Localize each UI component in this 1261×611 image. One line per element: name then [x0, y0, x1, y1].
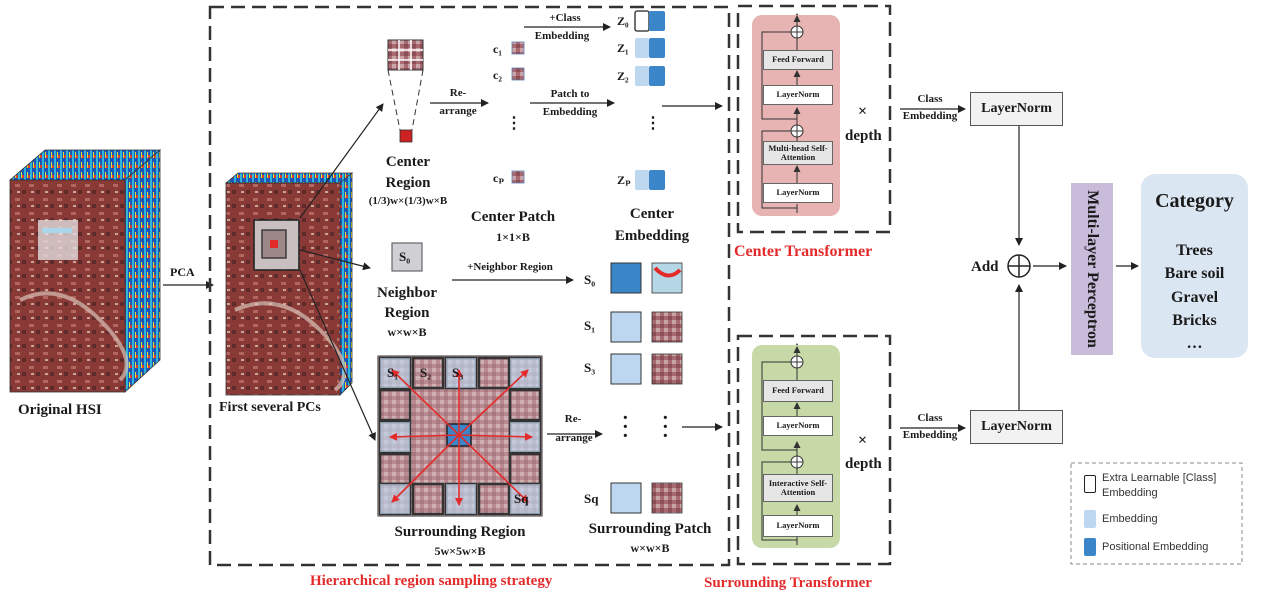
legend-embedding-label: Embedding [1102, 513, 1158, 525]
surrounding-region-label: Surrounding Region [394, 524, 526, 540]
class-embed-right-bottom-2: Embedding [902, 429, 958, 441]
mlp-box [1071, 183, 1113, 355]
surrounding-transformer-dashed-box [736, 334, 892, 566]
patch-to-label-2: Embedding [542, 106, 598, 118]
category-item: … [1186, 335, 1203, 352]
surrounding-patch-label: Surrounding Patch [588, 521, 712, 537]
center-token-c1: c₁ [493, 42, 502, 56]
center-layernorm-a: LayerNorm [763, 85, 833, 105]
patch-to-label: Patch to [550, 88, 590, 100]
mlp-label: Multi-layer Perceptron [1084, 190, 1101, 348]
ellipsis-vertical: ··· [662, 407, 669, 447]
rearrange-bottom-2: arrange [555, 432, 593, 444]
surrounding-transformer-label: Surrounding Transformer [704, 575, 872, 591]
surrounding-region-dims: 5w×5w×B [434, 544, 486, 558]
neighbor-region-box [391, 242, 423, 272]
times-bottom: × [858, 432, 868, 449]
neighbor-s0-box-label: S₀ [399, 249, 411, 264]
legend-box [1070, 462, 1243, 565]
hierarchical-label: Hierarchical region sampling strategy [310, 573, 553, 589]
class-embed-right-top: Class [917, 93, 943, 105]
layernorm-bottom-box: LayerNorm [970, 410, 1063, 444]
center-transformer-dashed-box [736, 4, 892, 234]
surround-attention: Interactive Self-Attention [763, 474, 833, 502]
center-embedding-label: Center [629, 206, 675, 222]
s-token: S₁ [584, 318, 596, 333]
hierarchical-dashed-box [208, 5, 731, 567]
layernorm-top-box: LayerNorm [970, 92, 1063, 126]
center-token-dots: ⋮ [506, 115, 522, 132]
center-region-dims: (1/3)w×(1/3)w×B [368, 195, 448, 207]
grid-label-s3: S₃ [452, 365, 464, 380]
grid-label-s1: S₁ [387, 365, 399, 380]
center-transformer-label: Center Transformer [734, 243, 873, 260]
surround-layernorm-b: LayerNorm [763, 515, 833, 537]
neighbor-arrow-label: +Neighbor Region [467, 261, 553, 273]
s-token: S₃ [584, 360, 596, 375]
category-item: Bricks [1172, 312, 1217, 329]
add-label: Add [971, 259, 999, 275]
surround-feed-forward: Feed Forward [763, 380, 833, 402]
class-embed-right-bottom: Class [917, 412, 943, 424]
surround-layernorm-a: LayerNorm [763, 416, 833, 436]
original-hsi-cube [8, 149, 162, 393]
category-item: Bare soil [1164, 265, 1225, 282]
category-item: Trees [1176, 242, 1213, 259]
legend-extra-label: Extra Learnable [Class] Embedding [1102, 472, 1217, 499]
center-feed-forward: Feed Forward [763, 50, 833, 70]
original-hsi-label: Original HSI [18, 402, 102, 418]
z-token: Z₀ [617, 14, 629, 28]
first-pcs-label: First several PCs [219, 400, 321, 415]
center-attention: Multi-head Self-Attention [763, 141, 833, 165]
center-token-c2: c₂ [493, 68, 502, 82]
times-top: × [858, 103, 868, 120]
center-region-label: Center [385, 154, 431, 170]
center-token-cp: cₚ [493, 171, 505, 185]
z-token: Zₚ [617, 173, 631, 187]
class-embed-right-top-2: Embedding [902, 110, 958, 122]
ellipsis-vertical: ··· [622, 407, 629, 447]
center-embedding-label-2: Embedding [614, 228, 690, 244]
class-embed-top-label-2: Embedding [534, 30, 590, 42]
legend-extra-swatch [1084, 475, 1096, 493]
s-token: Sq [584, 491, 599, 506]
depth-bottom: depth [845, 456, 882, 472]
pcs-cube [224, 172, 354, 396]
depth-top: depth [845, 128, 882, 144]
category-item: Gravel [1170, 289, 1219, 306]
neighbor-region-label: Neighbor [377, 285, 437, 301]
s-token: S₀ [584, 272, 596, 287]
grid-label-sq: Sq [514, 491, 529, 506]
z-token: Z₁ [617, 41, 629, 55]
rearrange-top: Re- [449, 87, 467, 99]
center-region-label-2: Region [385, 175, 431, 191]
z-token: Z₂ [617, 69, 629, 83]
class-embed-top-label: +Class [549, 12, 581, 24]
legend-positional-swatch [1084, 538, 1096, 556]
z-token-dots: ⋮ [645, 115, 661, 132]
center-region-image [387, 39, 424, 143]
pca-label: PCA [170, 265, 195, 279]
neighbor-region-dims: w×w×B [387, 325, 427, 339]
surrounding-patch-dims: w×w×B [630, 541, 670, 555]
legend-positional-label: Positional Embedding [1102, 541, 1209, 553]
grid-label-s2: S₂ [420, 365, 432, 380]
center-patch-label: Center Patch [470, 209, 556, 225]
z-embeddings [634, 10, 665, 190]
legend-embedding-swatch [1084, 510, 1096, 528]
center-patch-dims: 1×1×B [496, 230, 530, 244]
neighbor-region-label-2: Region [384, 305, 430, 321]
category-box [1141, 174, 1248, 358]
rearrange-top-2: arrange [439, 105, 477, 117]
rearrange-bottom: Re- [564, 413, 582, 425]
s-token-column [610, 262, 683, 514]
surrounding-region-grid [377, 355, 543, 517]
category-title: Category [1155, 190, 1234, 212]
center-layernorm-b: LayerNorm [763, 183, 833, 203]
